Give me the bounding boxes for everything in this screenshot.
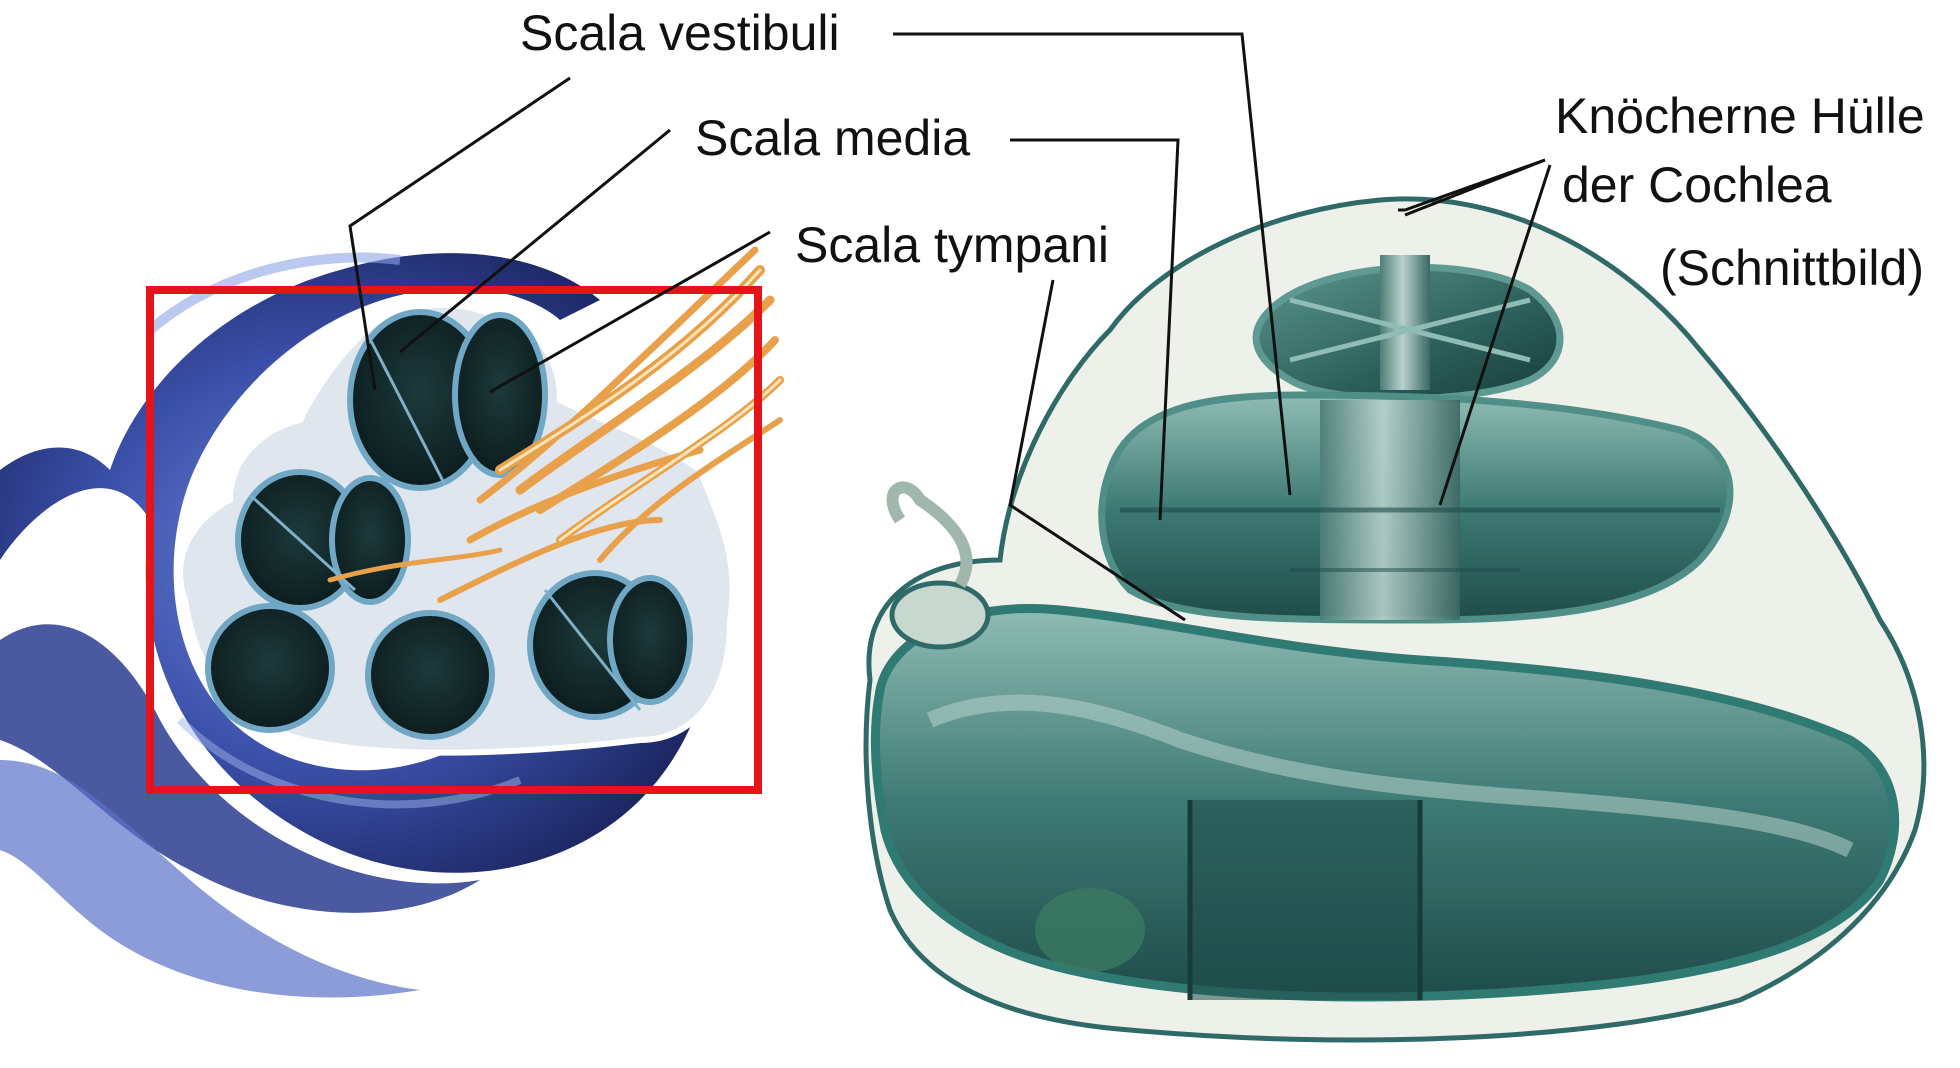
label-scala-media: Scala media: [695, 110, 970, 166]
leader-scala-media-left: [400, 130, 670, 352]
cochlea-spiral-illustration: [0, 250, 780, 998]
cochlea-section-illustration: [866, 199, 1924, 1040]
label-scala-tympani: Scala tympani: [795, 217, 1109, 273]
label-knoecherne-line2: der Cochlea: [1562, 157, 1832, 213]
label-scala-vestibuli: Scala vestibuli: [520, 5, 840, 61]
label-schnittbild: (Schnittbild): [1660, 240, 1924, 296]
label-knoecherne-line1: Knöcherne Hülle: [1555, 88, 1925, 144]
